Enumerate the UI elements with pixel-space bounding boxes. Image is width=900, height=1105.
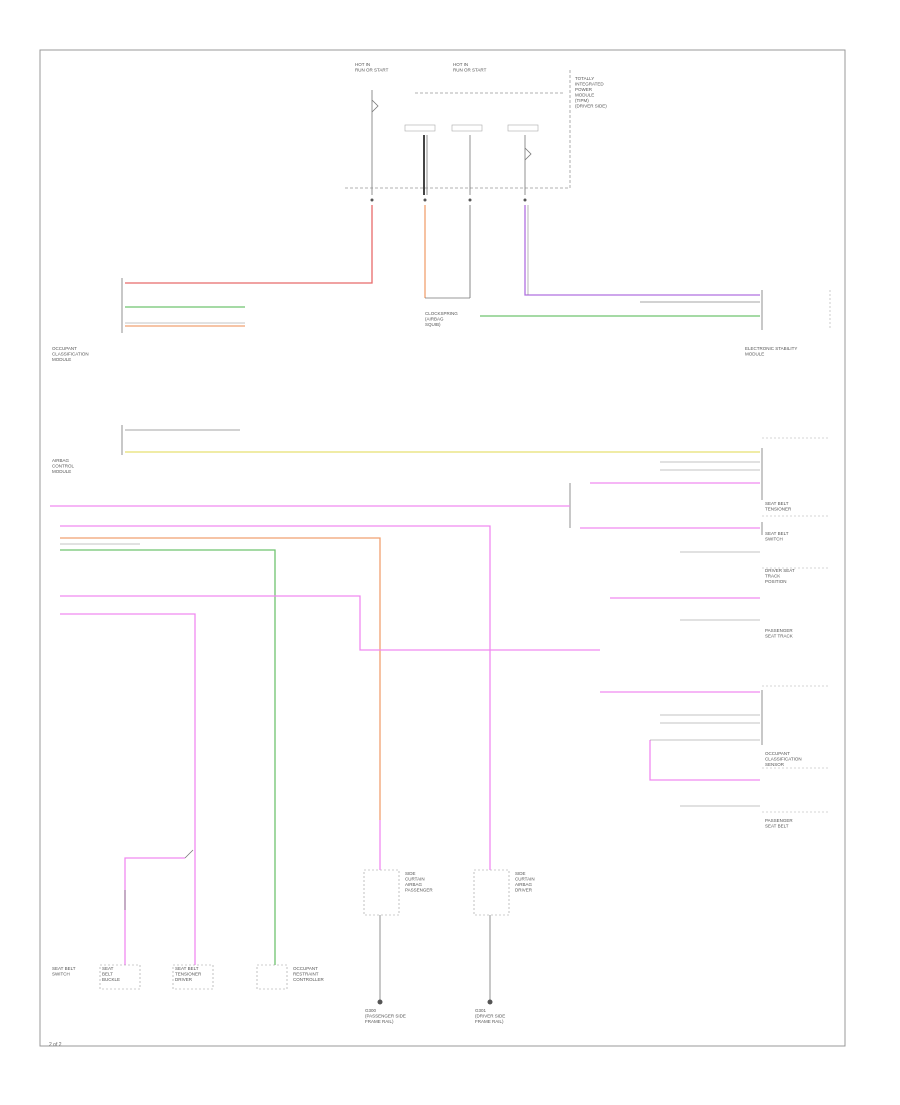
diagram-border	[39, 49, 846, 1047]
middle-wires	[50, 425, 830, 965]
top-junction-block	[345, 70, 571, 202]
bottom-components	[99, 820, 510, 1005]
top-wires	[121, 205, 831, 333]
page-footer: 2 of 2	[49, 1042, 62, 1048]
